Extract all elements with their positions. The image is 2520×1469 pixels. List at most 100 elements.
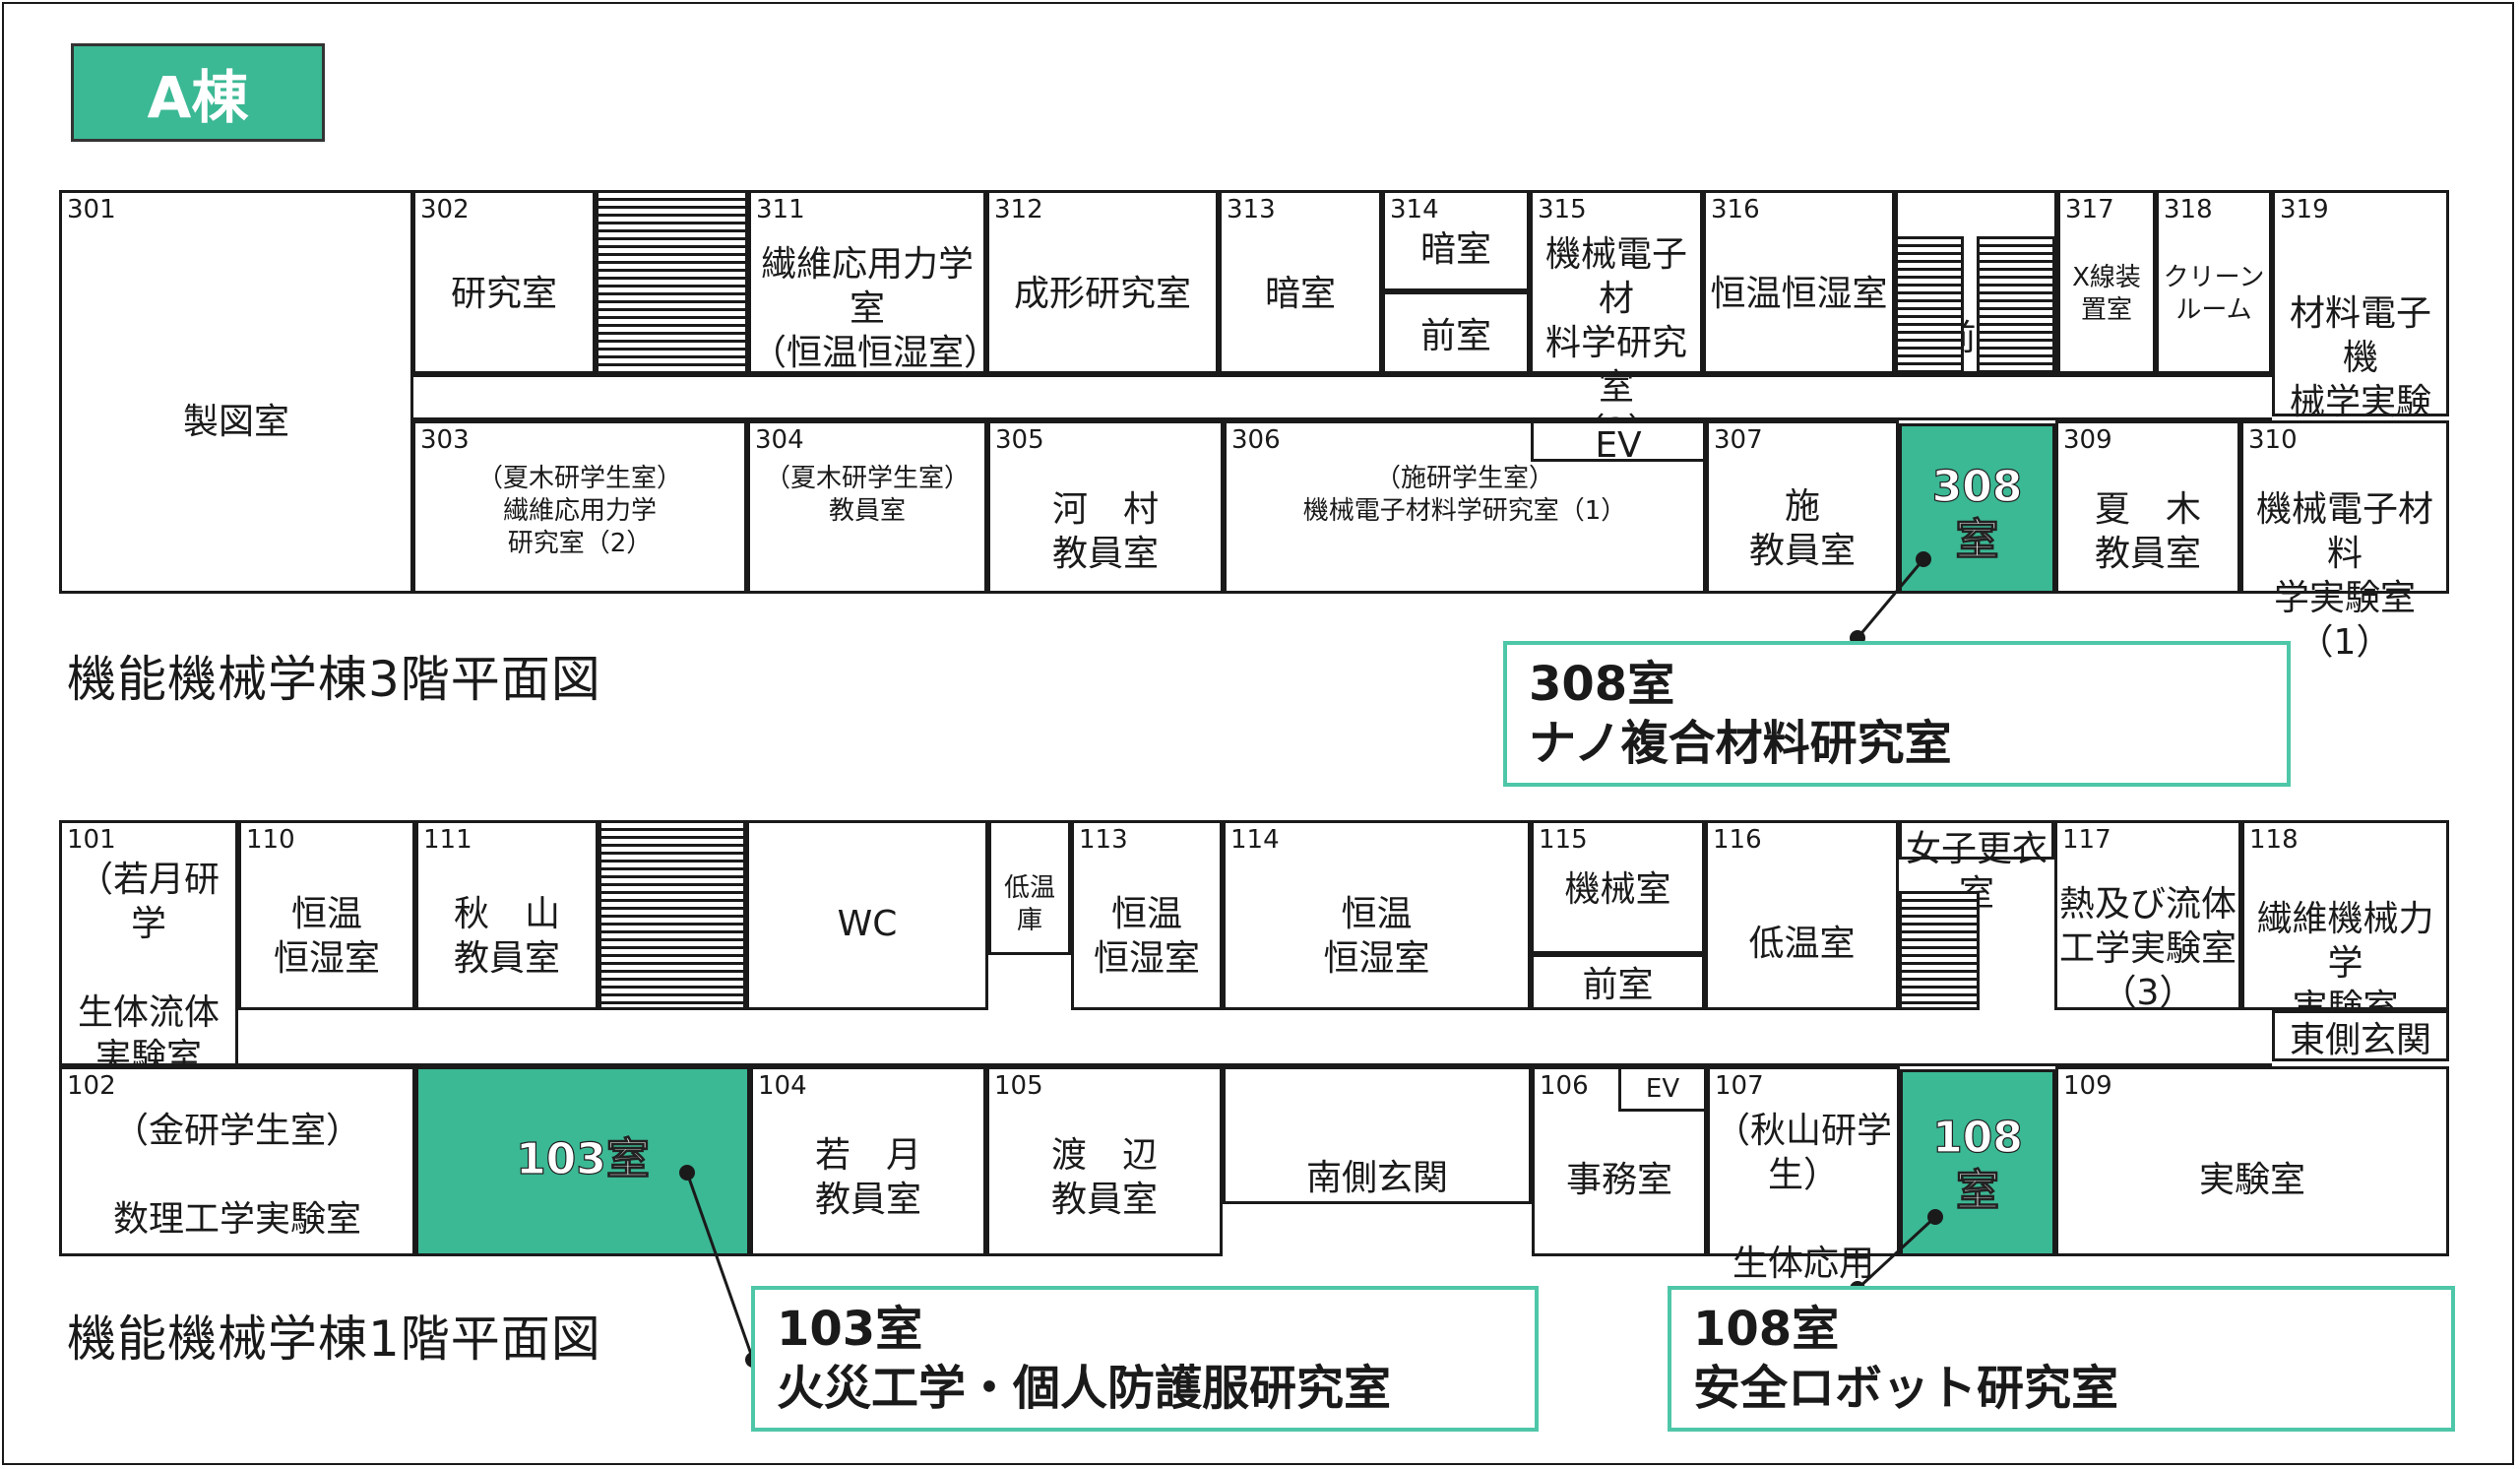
room-115-anteroom-label: 前室 — [1582, 965, 1654, 1005]
locker-room: 女子更衣室 — [1899, 820, 2054, 914]
elevator-1f: EV — [1618, 1066, 1707, 1112]
room-111-label: 秋 山教員室 — [453, 894, 560, 979]
room-301: 301 製図室 — [59, 190, 413, 594]
floor3-title: 機能機械学棟3階平面図 — [67, 651, 601, 708]
room-303-label: （夏木研学生室）繊維応用力学研究室（2） — [476, 464, 682, 558]
corridor-3f — [412, 374, 2272, 420]
stairs-1f-west — [598, 820, 746, 1010]
room-317-number: 317 — [2065, 195, 2114, 224]
stairs-3f-east-a — [1895, 236, 1964, 374]
room-313-label: 暗室 — [1264, 274, 1336, 314]
room-110-number: 110 — [246, 825, 295, 855]
room-302-label: 研究室 — [450, 274, 557, 314]
room-316-number: 316 — [1711, 195, 1760, 224]
room-117-label: 熱及び流体工学実験室（3） — [2058, 884, 2236, 1013]
room-117-number: 117 — [2062, 825, 2111, 855]
east-entrance-label: 東側玄関 — [2289, 1020, 2431, 1060]
callout-308-room: 308室 — [1529, 657, 1675, 712]
room-101-number: 101 — [67, 825, 116, 855]
room-117: 117 熱及び流体工学実験室（3） — [2054, 820, 2241, 1013]
room-310-number: 310 — [2248, 425, 2298, 455]
connector-108 — [1856, 1215, 1937, 1291]
room-313-number: 313 — [1227, 195, 1276, 224]
room-114-label: 恒温恒湿室 — [1323, 894, 1430, 979]
room-104-label: 若 月教員室 — [814, 1135, 921, 1220]
room-304: 304 （夏木研学生室）教員室 — [747, 420, 987, 594]
room-303-number: 303 — [420, 425, 470, 455]
room-304-number: 304 — [755, 425, 804, 455]
room-306-label: （施研学生室）機械電子材料学研究室（1） — [1302, 464, 1627, 526]
room-306: 306 （施研学生室）機械電子材料学研究室（1） — [1224, 420, 1706, 594]
stairs-3f-west — [596, 190, 748, 374]
room-301-label: 製図室 — [182, 402, 289, 442]
connector-103 — [685, 1172, 755, 1361]
elevator-3f-label: EV — [1595, 425, 1642, 466]
room-302-number: 302 — [420, 195, 470, 224]
connector-308 — [1856, 558, 1925, 639]
room-315-number: 315 — [1538, 195, 1587, 224]
floor1-title: 機能機械学棟1階平面図 — [67, 1310, 601, 1368]
callout-108-lab: 安全ロボット研究室 — [1693, 1361, 2119, 1416]
room-102: 102 （金研学生室） 数理工学実験室 — [59, 1066, 415, 1256]
room-306-number: 306 — [1231, 425, 1281, 455]
room-311-number: 311 — [756, 195, 805, 224]
room-313: 313 暗室 — [1219, 190, 1382, 374]
room-116-label: 低温室 — [1748, 924, 1856, 964]
room-107: 107（秋山研学生） 生体応用 — [1707, 1066, 1900, 1284]
room-cold-storage-label: 低温庫 — [1003, 873, 1055, 935]
room-309-label: 夏 木教員室 — [2094, 489, 2201, 574]
room-102-label: （金研学生室） 数理工学実験室 — [112, 1111, 361, 1240]
elevator-3f: EV — [1531, 420, 1706, 466]
room-107-label: （秋山研学生） 生体応用 — [1714, 1111, 1892, 1284]
room-113-label: 恒温恒湿室 — [1093, 894, 1200, 979]
room-104-number: 104 — [758, 1071, 807, 1101]
room-cold-storage: 低温庫 — [988, 820, 1071, 955]
building-badge: A棟 — [71, 43, 325, 142]
callout-103-lab: 火災工学・個人防護服研究室 — [777, 1361, 1392, 1416]
room-310-label: 機械電子材料学実験室（1） — [2255, 489, 2433, 663]
room-305-number: 305 — [995, 425, 1044, 455]
callout-108-room: 108室 — [1693, 1302, 1840, 1357]
room-116: 116 低温室 — [1705, 820, 1899, 1010]
room-115-label: 機械室 — [1564, 869, 1671, 910]
room-102-number: 102 — [67, 1071, 116, 1101]
room-314-label: 暗室 — [1419, 229, 1491, 270]
south-entrance: 南側玄関 — [1223, 1066, 1532, 1204]
room-wc-label: WC — [837, 904, 898, 944]
room-106-label: 事務室 — [1565, 1160, 1672, 1200]
stairs-1f-east — [1899, 891, 1980, 1010]
room-307-number: 307 — [1714, 425, 1763, 455]
room-301-number: 301 — [67, 195, 116, 224]
room-311-label: 繊維応用力学室（恒温恒湿室） — [751, 244, 1000, 373]
callout-308: 308室 ナノ複合材料研究室 — [1503, 641, 2291, 787]
room-319-number: 319 — [2280, 195, 2329, 224]
room-302: 302 研究室 — [412, 190, 596, 374]
room-116-number: 116 — [1713, 825, 1762, 855]
room-103: 103室 — [415, 1066, 750, 1256]
room-105-label: 渡 辺教員室 — [1050, 1135, 1158, 1220]
room-115-anteroom: 前室 — [1531, 954, 1705, 1010]
south-entrance-label: 南側玄関 — [1305, 1158, 1448, 1198]
callout-103-room: 103室 — [777, 1302, 923, 1357]
room-312-label: 成形研究室 — [1013, 274, 1191, 314]
room-304-label: （夏木研学生室）教員室 — [764, 464, 970, 526]
room-311: 311 繊維応用力学室（恒温恒湿室） — [748, 190, 1000, 374]
marker-dot-308 — [1916, 551, 1931, 567]
room-118-number: 118 — [2249, 825, 2299, 855]
stairs-3f-east-b — [1977, 236, 2055, 374]
